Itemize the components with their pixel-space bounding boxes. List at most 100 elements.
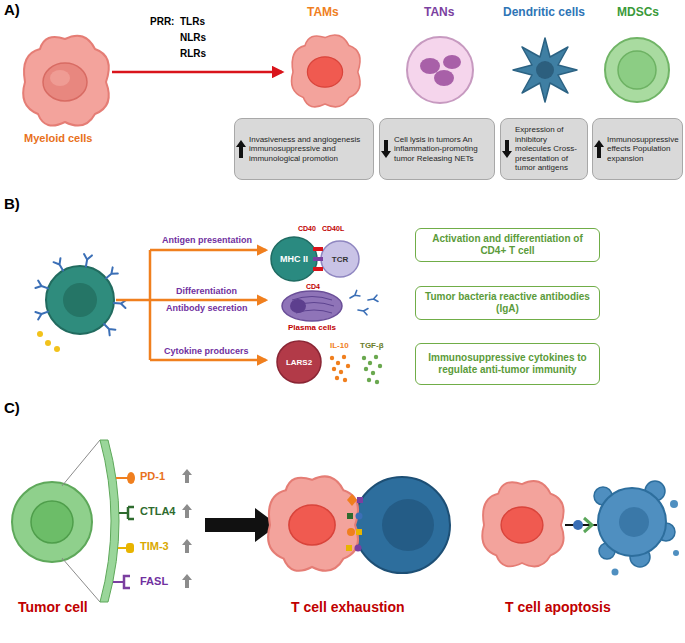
exhaustion-scene <box>268 476 450 573</box>
receptor-pd1 <box>116 472 135 484</box>
receptor-head <box>126 543 134 553</box>
antibody-shape <box>101 321 115 335</box>
cell-nucleus <box>290 299 306 313</box>
cell-body <box>605 38 669 102</box>
cell-nucleus <box>501 507 543 543</box>
outcome-box: Immunosuppressive cytokines to regulate … <box>415 343 600 385</box>
antibody-symbol <box>357 307 368 315</box>
effect-box: Invasiveness and angiogenesis immunosupp… <box>234 118 374 180</box>
pathway-label: Antigen presentation <box>162 236 252 246</box>
receptor-stalk <box>113 581 124 583</box>
cell-body <box>513 38 577 102</box>
cell-label: MDSCs <box>617 6 659 19</box>
cell-label: TANs <box>424 6 454 19</box>
costim-molecule <box>313 257 323 261</box>
antibody-shape <box>82 254 92 267</box>
cell-shape <box>271 237 317 281</box>
ligand-shape <box>347 528 355 536</box>
tgfb-dot <box>378 364 382 368</box>
marker-label: CD40 <box>298 225 316 233</box>
antibody-symbol <box>35 281 49 293</box>
antibody-shape <box>35 308 49 320</box>
antibody-shape <box>103 267 117 281</box>
pathway-label: Cytokine producers <box>164 347 249 357</box>
up-arrow <box>182 539 192 553</box>
branch-arrow <box>150 249 266 252</box>
antibody-shape <box>367 295 378 303</box>
apoptotic-nucleus <box>619 507 649 537</box>
pathway-label: Differentiation <box>176 287 237 297</box>
checkpoint-label: PD-1 <box>140 470 165 482</box>
node-text: Activation and differentiation of CD4+ T… <box>422 233 593 257</box>
antigen-dot <box>37 331 43 337</box>
node-text: TCR <box>320 240 360 278</box>
ligand-shape <box>347 513 353 519</box>
effect-box: Expression of inhibitory molecules Cross… <box>500 118 588 180</box>
t-cell <box>354 477 450 573</box>
antibody-shape <box>35 281 49 293</box>
cell-label: Plasma cells <box>288 324 336 333</box>
node-text: Immunosuppressive cytokines to regulate … <box>422 352 593 376</box>
scene-label: Tumor cell <box>18 600 88 615</box>
receptor-head <box>124 576 130 588</box>
cell-fragment <box>670 500 678 508</box>
receptor-fasl <box>113 576 130 588</box>
tcr-circle: TCR <box>320 240 360 278</box>
checkpoint-label: TIM-3 <box>140 540 169 552</box>
il10-dot <box>330 356 334 360</box>
panel-letter: C) <box>4 400 20 417</box>
cell-body <box>23 36 109 126</box>
antibody-symbol <box>103 267 117 281</box>
cell-shape <box>321 241 359 277</box>
outcome-box: Activation and differentiation of CD4+ T… <box>415 228 600 262</box>
scene-label: T cell exhaustion <box>291 600 405 615</box>
receptor-shape <box>356 529 362 535</box>
cell-fragment <box>612 569 619 576</box>
tgfb-dot <box>362 356 366 360</box>
cell-nucleus <box>307 57 342 87</box>
tgfb-dot <box>368 361 372 365</box>
receptor-shape <box>357 497 363 503</box>
cell-body <box>407 37 473 103</box>
up-arrow <box>182 469 192 483</box>
receptor-label: RLRs <box>180 48 206 59</box>
antibody-shape <box>357 307 368 315</box>
antibody-symbol <box>101 321 115 335</box>
panel-letter: A) <box>4 2 20 19</box>
b-cell <box>35 254 126 352</box>
receptor-head <box>128 507 134 519</box>
apoptotic-cell <box>598 488 666 556</box>
scene-label: T cell apoptosis <box>505 600 611 615</box>
cell-body <box>282 291 342 321</box>
receptor-stalk <box>118 547 126 549</box>
cell-label: TAMs <box>307 6 339 19</box>
receptor-shape <box>356 513 363 520</box>
il10-dot <box>346 364 350 368</box>
node-text: Tumor bacteria reactive antibodies (IgA) <box>422 291 593 315</box>
nucleus-highlight <box>50 70 70 86</box>
node-text: LARS2 <box>276 340 322 384</box>
node-text: Invasiveness and angiogenesis immunosupp… <box>249 135 370 164</box>
node-text: MHC II <box>270 236 318 282</box>
checkpoint-label: CTLA4 <box>140 505 175 517</box>
antibody-symbol <box>367 295 378 303</box>
antigen-dot <box>45 340 51 346</box>
cytokine-dots <box>330 355 382 384</box>
mhc-circle: MHC II <box>270 236 318 282</box>
receptor-stalk <box>119 512 128 514</box>
zoom-line <box>62 440 100 602</box>
cell-label: Dendritic cells <box>503 6 585 19</box>
cell-body <box>12 482 92 562</box>
cell-body <box>482 481 563 566</box>
myeloid-cell <box>23 36 109 126</box>
dendritic-cell <box>513 38 577 102</box>
tumor-cell <box>268 476 358 570</box>
receptor-label: PRR: <box>150 16 174 27</box>
receptor-ctla4 <box>119 507 134 519</box>
cytokine-label: TGF-β <box>360 342 384 351</box>
cell-body <box>292 35 360 107</box>
tan-cell <box>407 37 473 103</box>
mdsc-cell <box>605 38 669 102</box>
receptor-label: TLRs <box>180 16 205 27</box>
receptor-tim3 <box>118 543 134 553</box>
